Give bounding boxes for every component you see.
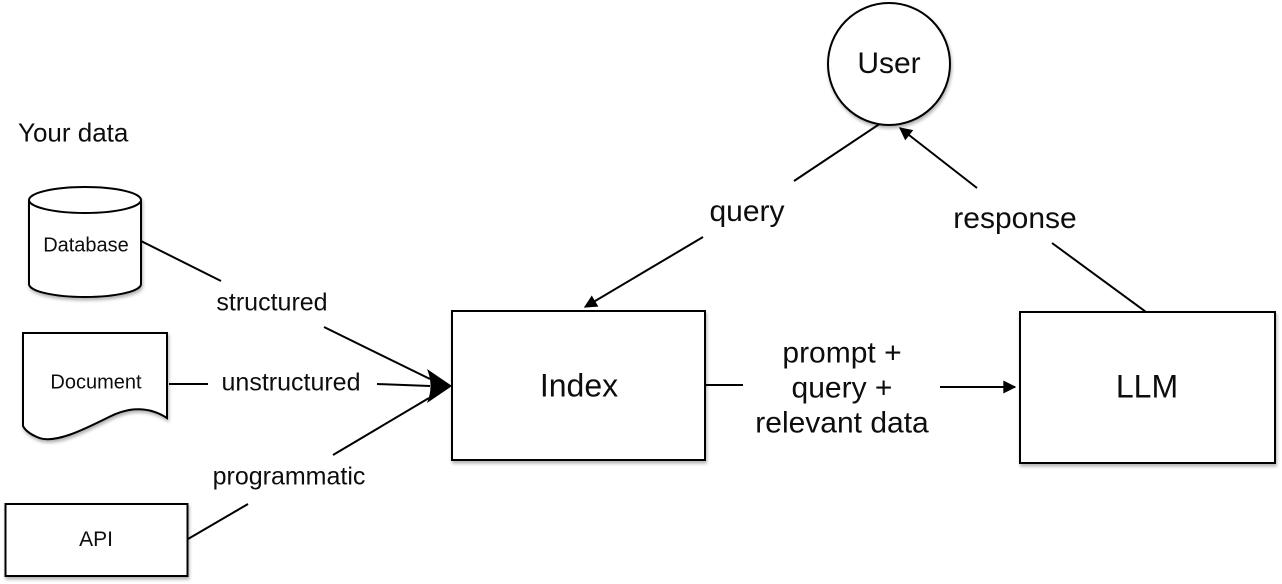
document-label: Document: [50, 371, 142, 394]
api-box: [4, 503, 189, 577]
index-box: [451, 310, 706, 461]
edge-programmatic-index: [332, 397, 430, 456]
llm-label: LLM: [1115, 368, 1179, 405]
edge-user-query: [793, 122, 882, 182]
edges-group: [140, 122, 1147, 540]
document-shape: [22, 332, 168, 441]
edge-label-prompt-line3: relevant data: [755, 406, 929, 440]
database-cylinder-body: [28, 200, 142, 299]
edge-label-prompt-line2: query +: [791, 371, 893, 405]
edge-query-index-arrow: [583, 236, 704, 308]
edge-label-structured: structured: [216, 288, 328, 317]
diagram-title: Your data: [18, 117, 129, 148]
edge-label-prompt-line1: prompt +: [782, 336, 902, 370]
edge-database-structured: [140, 240, 222, 282]
index-converge-arrowhead: [427, 369, 452, 403]
llm-box: [1019, 311, 1276, 464]
edge-label-response: response: [953, 202, 1077, 235]
user-label: User: [857, 47, 921, 80]
database-label: Database: [43, 234, 129, 257]
edge-label-query: query: [709, 195, 785, 228]
nodes-group: [4, 2, 1276, 577]
edge-label-unstructured: unstructured: [221, 368, 361, 397]
edge-response-user-arrow: [898, 127, 978, 189]
database-cylinder-top: [28, 186, 142, 214]
edge-label-prompt: prompt + query + relevant data: [755, 336, 928, 441]
edge-label-programmatic: programmatic: [212, 462, 366, 491]
api-label: API: [79, 528, 113, 551]
user-circle: [827, 2, 951, 126]
edge-api-programmatic: [187, 503, 249, 540]
index-label: Index: [539, 367, 619, 404]
edge-structured-index: [323, 326, 431, 380]
edge-unstructured-index: [376, 383, 431, 387]
edge-response-llm: [1051, 242, 1147, 313]
